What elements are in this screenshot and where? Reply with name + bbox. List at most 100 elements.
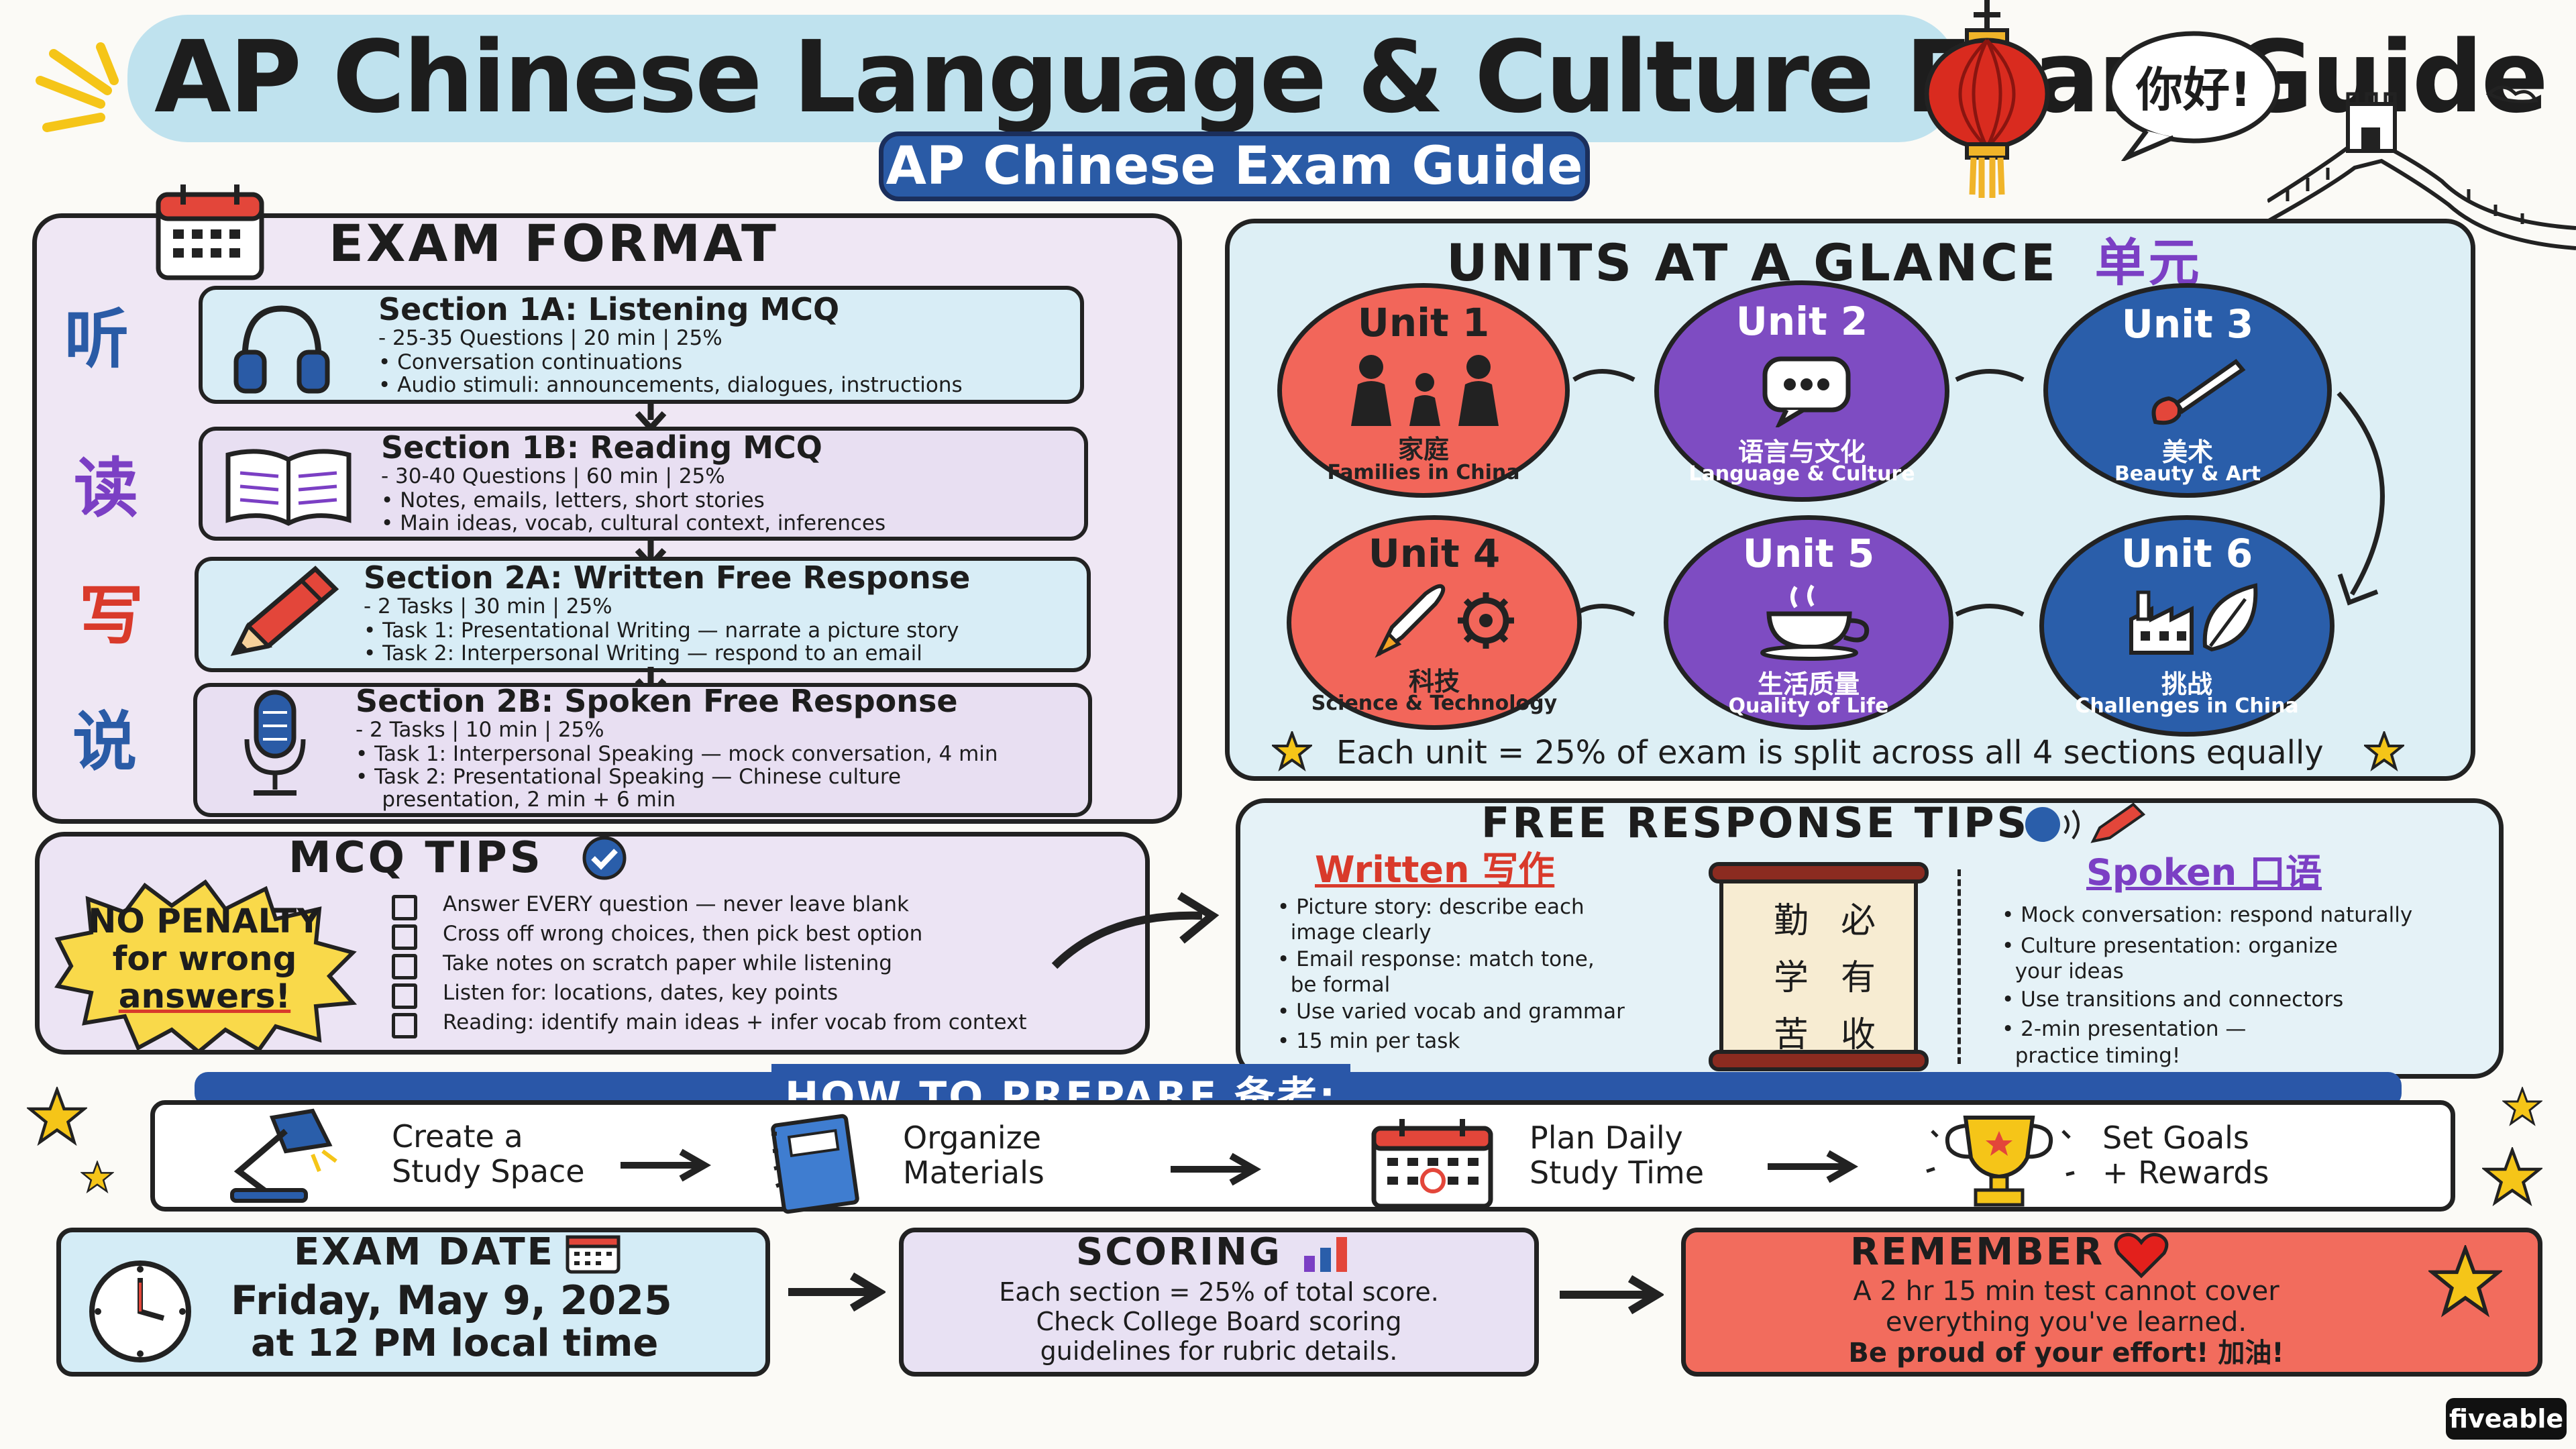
scroll-char: 收 [1840, 1015, 1876, 1055]
scroll-char: 必 [1840, 901, 1876, 941]
star-icon [2482, 1147, 2542, 1207]
units-heading: UNITS AT A GLANCE 单元 [1446, 221, 2202, 295]
remember-line: A 2 hr 15 min test cannot cover [1853, 1276, 2279, 1307]
written-tip: image clearly [1277, 920, 1432, 945]
scoring-heading: SCORING [1076, 1230, 1282, 1274]
unit-4-title: Unit 4 [1368, 531, 1501, 576]
section-1a-line: - 25-35 Questions | 20 min | 25% [378, 326, 722, 350]
star-icon [27, 1087, 87, 1146]
microphone-icon [244, 690, 306, 796]
star-icon [80, 1161, 114, 1193]
written-tip: • 15 min per task [1277, 1029, 1460, 1053]
unit-1-en: Families in China [1327, 461, 1520, 484]
rocket-gear-icon [1375, 584, 1514, 658]
remember-line: Be proud of your effort! 加油! [1848, 1338, 2284, 1368]
prepare-step-line: Set Goals [2102, 1120, 2249, 1156]
unit-6-en: Challenges in China [2075, 694, 2299, 718]
skill-write-char: 写 [79, 578, 144, 653]
unit-2-zh: 语言与文化 [1737, 437, 1866, 467]
section-2b-card [193, 683, 1092, 817]
family-icon [1351, 355, 1499, 426]
scroll-char: 勤 [1773, 901, 1809, 941]
right-arrow-icon [1768, 1150, 1858, 1183]
written-tip: be formal [1277, 973, 1391, 997]
unit-3-title: Unit 3 [2121, 301, 2254, 347]
trophy-icon [1926, 1116, 2075, 1207]
frq-divider [1957, 869, 1961, 1064]
spoken-tip: practice timing! [2002, 1044, 2181, 1068]
frq-heading: FREE RESPONSE TIPS [1481, 798, 2030, 847]
section-1b-line: - 30-40 Questions | 60 min | 25% [381, 464, 725, 488]
exam-date-line: Friday, May 9, 2025 [231, 1277, 672, 1324]
paintbrush-icon [2151, 358, 2246, 425]
section-2b-line: • Task 1: Interpersonal Speaking — mock … [356, 742, 998, 766]
written-heading: Written 写作 [1315, 849, 1555, 891]
section-1b-line: • Main ideas, vocab, cultural context, i… [381, 511, 886, 535]
scroll-char: 学 [1773, 958, 1809, 998]
mcq-heading: MCQ TIPS [288, 833, 543, 883]
small-calendar-icon [566, 1235, 621, 1274]
prepare-panel [150, 1100, 2455, 1212]
units-footer: Each unit = 25% of exam is split across … [1336, 734, 2324, 771]
spoken-heading: Spoken 口语 [2086, 851, 2322, 894]
desk-lamp-icon [230, 1108, 337, 1203]
head-pencil-icon [2025, 802, 2146, 843]
curved-arrow-icon [1051, 892, 1220, 969]
page-title: AP Chinese Language & Culture Exam Guide [154, 19, 2548, 135]
unit-4-en: Science & Technology [1311, 692, 1558, 715]
remember-line: everything you've learned. [1885, 1307, 2247, 1338]
prepare-step-line: + Rewards [2102, 1155, 2269, 1191]
unit-2-en: Language & Culture [1688, 462, 1915, 486]
section-2b-title: Section 2B: Spoken Free Response [356, 683, 958, 719]
unit-connectors [1572, 369, 2385, 617]
prepare-step-line: Study Time [1529, 1155, 1705, 1191]
red-lantern-icon [1924, 0, 2050, 198]
tip-checkbox [392, 983, 417, 1009]
speech-bubble-icon [2107, 31, 2280, 161]
pencil-icon [230, 566, 339, 656]
section-1b-line: • Notes, emails, letters, short stories [381, 488, 765, 513]
unit-4-zh: 科技 [1408, 667, 1460, 696]
scoring-panel [899, 1228, 1539, 1377]
spoken-tip: • 2-min presentation — [2002, 1017, 2247, 1041]
unit-3-zh: 美术 [2161, 437, 2213, 467]
unit-1-title: Unit 1 [1357, 300, 1490, 345]
right-arrow-icon [788, 1272, 885, 1312]
heart-icon [2114, 1232, 2169, 1279]
scoring-line: Each section = 25% of total score. [999, 1277, 1439, 1307]
units-heading-zh: 单元 [2094, 233, 2202, 292]
tip-checkbox [392, 924, 417, 950]
exam-date-heading: EXAM DATE [294, 1230, 555, 1274]
remember-heading: REMEMBER [1850, 1230, 2105, 1274]
title-highlight [127, 15, 1959, 142]
unit-6-title: Unit 6 [2121, 531, 2253, 576]
spoken-tip: • Use transitions and connectors [2002, 987, 2344, 1012]
star-icon [2428, 1245, 2502, 1318]
sun-rays-icon [36, 42, 119, 132]
remember-panel [1681, 1228, 2542, 1377]
right-arrow-icon [621, 1148, 711, 1182]
prepare-step-3: Plan Daily Study Time [1529, 1120, 1704, 1190]
unit-4-card: Unit 4 科技 Science & Technology [1287, 515, 1582, 730]
section-2a-line: • Task 2: Interpersonal Writing — respon… [364, 641, 922, 665]
star-icon [2502, 1087, 2542, 1126]
exam-time-line: at 12 PM local time [251, 1322, 659, 1365]
mcq-tip: Answer EVERY question — never leave blan… [443, 892, 909, 916]
star-icon [1272, 731, 1312, 771]
unit-6-card: Unit 6 挑战 Challenges in China [2039, 515, 2334, 737]
section-2a-line: • Task 1: Presentational Writing — narra… [364, 619, 959, 643]
badge-line: for wrong [112, 939, 297, 978]
mcq-tip: Take notes on scratch paper while listen… [443, 951, 892, 975]
scroll-char: 苦 [1773, 1015, 1809, 1055]
section-2a-card [195, 557, 1091, 672]
headphones-icon [233, 305, 330, 394]
unit-5-title: Unit 5 [1742, 531, 1875, 576]
bar-chart-icon [1304, 1237, 1347, 1272]
skill-listen-char: 听 [64, 302, 129, 377]
planner-calendar-icon [1371, 1119, 1493, 1209]
subtitle-pill: AP Chinese Exam Guide [879, 131, 1590, 201]
mcq-tip: Cross off wrong choices, then pick best … [443, 922, 923, 946]
badge-line: NO PENALTY [88, 902, 321, 941]
section-2b-line: presentation, 2 min + 6 min [356, 788, 676, 812]
written-tip: • Picture story: describe each [1277, 895, 1585, 919]
